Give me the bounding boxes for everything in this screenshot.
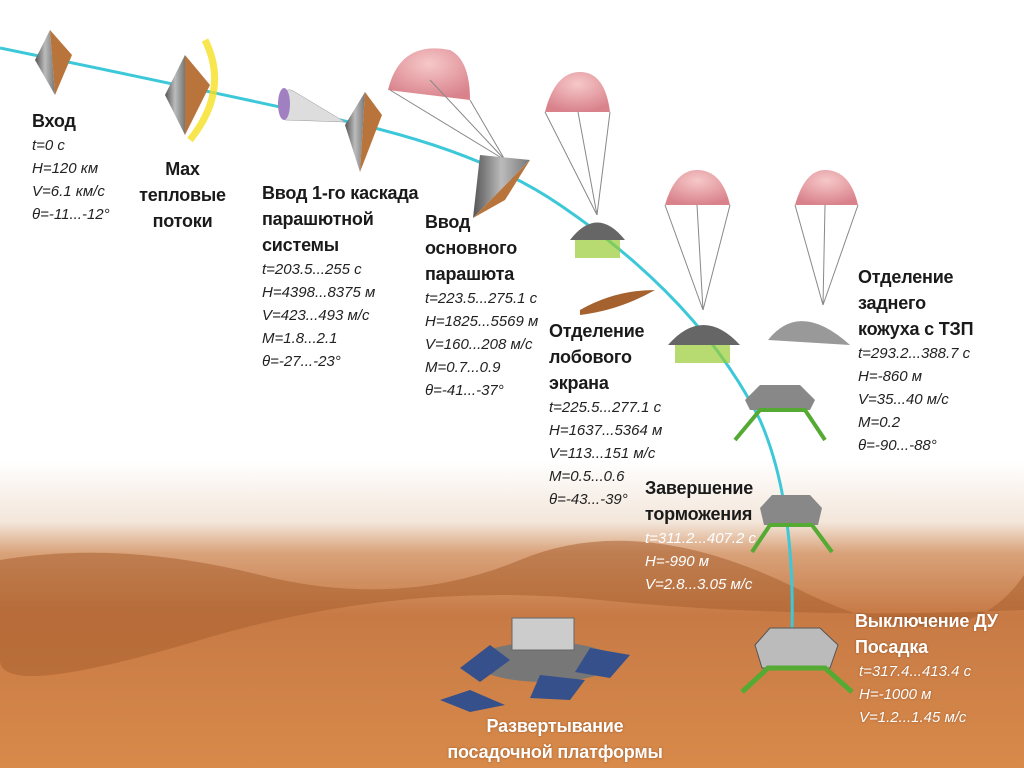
stage-param: t=311.2...407.2 с <box>645 530 757 547</box>
stage-max-heating: Max тепловые потоки <box>120 156 245 234</box>
stage-entry: Вход t=0 с H=120 км V=6.1 км/с θ=-11...-… <box>32 108 110 226</box>
lander-braking-complete <box>750 495 834 554</box>
stage-title: Ввод <box>425 212 471 232</box>
stage-title: посадочной платформы <box>447 742 663 762</box>
stage-param: θ=-90...-88° <box>858 437 937 454</box>
stage-param: M=0.7...0.9 <box>425 359 501 376</box>
stage-param: t=223.5...275.1 с <box>425 290 538 307</box>
stage-platform-deploy: Развертывание посадочной платформы <box>420 713 690 765</box>
stage-first-parachute: Ввод 1-го каскада парашютной системы t=2… <box>262 180 419 373</box>
stage-heatshield-separation: Отделение лобового экрана t=225.5...277.… <box>549 318 662 511</box>
backshell-separation-lander <box>664 170 740 363</box>
stage-param: V=1.2...1.45 м/с <box>859 709 967 726</box>
stage-title: Выключение ДУ <box>855 611 998 631</box>
stage-param: t=317.4...413.4 с <box>859 663 972 680</box>
stage-param: V=113...151 м/с <box>549 445 656 462</box>
stage-param: M=0.2 <box>858 414 901 431</box>
stage-title: торможения <box>645 504 753 524</box>
lander-touchdown <box>740 627 854 694</box>
stage-touchdown: Выключение ДУ Посадка t=317.4...413.4 с … <box>855 608 998 729</box>
stage-param: θ=-41...-37° <box>425 382 504 399</box>
stage-param: H=4398...8375 м <box>262 284 376 301</box>
stage-title: Завершение <box>645 478 754 498</box>
stage-title: Посадка <box>855 637 928 657</box>
stage-title: Развертывание <box>486 716 624 736</box>
stage-title: Вход <box>32 111 76 131</box>
stage-param: H=-990 м <box>645 553 710 570</box>
stage-title: Отделение заднего <box>858 267 954 313</box>
separated-backshell <box>768 170 859 345</box>
stage-param: V=6.1 км/с <box>32 183 105 200</box>
stage-param: θ=-43...-39° <box>549 491 628 508</box>
stage-title: парашюта <box>425 264 515 284</box>
stage-param: t=293.2...388.7 с <box>858 345 971 362</box>
heatshield-separation <box>544 72 655 315</box>
stage-param: H=1825...5569 м <box>425 313 539 330</box>
lander-powered-descent <box>733 385 827 442</box>
stage-title: потоки <box>152 211 213 231</box>
stage-param: H=-860 м <box>858 368 923 385</box>
stage-title: парашютной <box>262 209 374 229</box>
stage-param: V=423...493 м/с <box>262 307 370 324</box>
stage-title: экрана <box>549 373 609 393</box>
stage-param: H=1637...5364 м <box>549 422 663 439</box>
stage-param: V=160...208 м/с <box>425 336 533 353</box>
stage-title: Max тепловые <box>139 159 226 205</box>
stage-param: H=120 км <box>32 160 99 177</box>
capsule-entry <box>35 30 72 95</box>
stage-title: кожуха с ТЗП <box>858 319 974 339</box>
stage-backshell-separation: Отделение заднего кожуха с ТЗП t=293.2..… <box>858 264 1024 457</box>
stage-title: Ввод 1-го каскада <box>262 183 419 203</box>
pilot-chute-deploy <box>278 88 382 172</box>
stage-param: t=0 с <box>32 137 65 154</box>
stage-param: M=1.8...2.1 <box>262 330 338 347</box>
stage-braking-complete: Завершение торможения t=311.2...407.2 с … <box>645 475 756 596</box>
stage-param: V=2.8...3.05 м/с <box>645 576 753 593</box>
deployed-landing-platform <box>440 617 630 712</box>
stage-param: θ=-27...-23° <box>262 353 341 370</box>
stage-title: системы <box>262 235 339 255</box>
stage-title: Отделение <box>549 321 645 341</box>
terrain-ridge <box>0 540 1024 676</box>
stage-param: t=225.5...277.1 с <box>549 399 662 416</box>
stage-param: H=-1000 м <box>859 686 932 703</box>
stage-param: V=35...40 м/с <box>858 391 949 408</box>
stage-param: t=203.5...255 с <box>262 261 362 278</box>
stage-title: основного <box>425 238 518 258</box>
main-parachute-deploy <box>388 48 530 218</box>
stage-main-parachute: Ввод основного парашюта t=223.5...275.1 … <box>425 209 538 402</box>
stage-title: лобового <box>549 347 632 367</box>
capsule-max-heating <box>165 38 219 143</box>
stage-param: θ=-11...-12° <box>32 206 110 223</box>
stage-param: M=0.5...0.6 <box>549 468 625 485</box>
